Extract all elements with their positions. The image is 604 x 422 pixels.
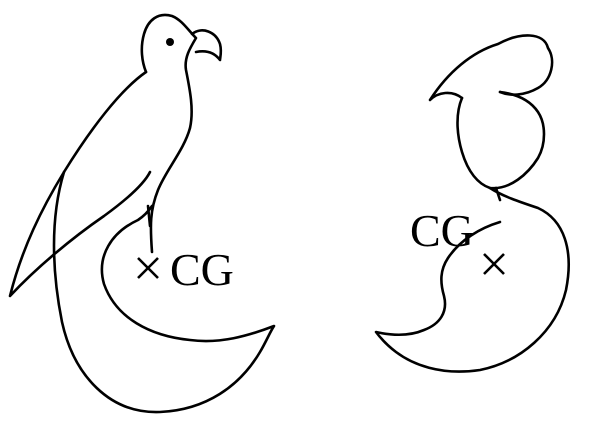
right-cg-label: CG xyxy=(410,205,474,256)
right-curled-bird xyxy=(374,34,570,373)
left-cg-label: CG xyxy=(170,244,234,295)
right-bird-tail xyxy=(374,186,570,373)
left-bird-tail xyxy=(52,170,276,414)
right-bird-head xyxy=(428,34,554,102)
right-bird-body xyxy=(456,90,546,190)
right-bird-leg xyxy=(494,186,502,202)
left-balancing-bird xyxy=(8,13,276,414)
left-bird-eye xyxy=(166,38,174,46)
left-bird-leg xyxy=(146,204,152,228)
left-cg-marker: CG xyxy=(137,244,234,295)
left-bird-head xyxy=(140,13,198,254)
right-cg-marker: CG xyxy=(410,205,505,275)
left-bird-beak xyxy=(190,29,223,62)
left-bird-wing xyxy=(8,70,152,298)
